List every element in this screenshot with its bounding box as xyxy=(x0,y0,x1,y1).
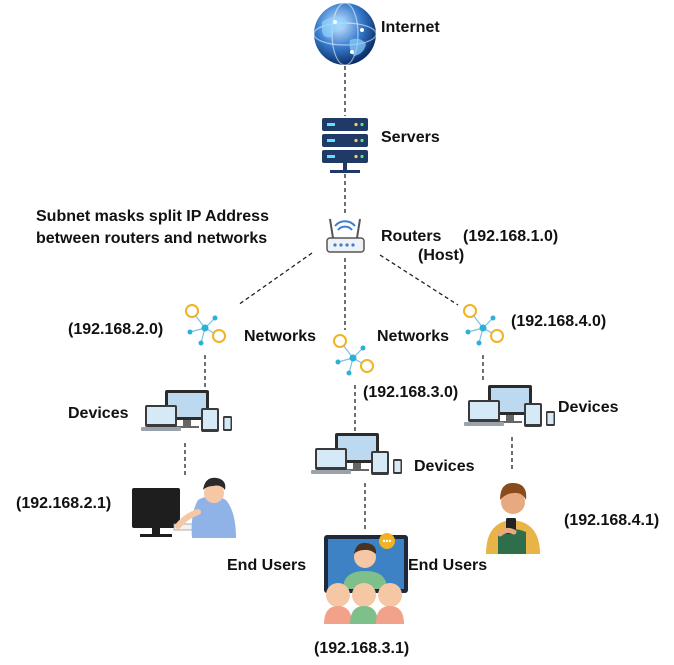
devices-label-right: Devices xyxy=(558,399,619,416)
subnet-note-line2: between routers and networks xyxy=(36,230,268,247)
line-router-net-right xyxy=(379,254,459,306)
networks-label-right: Networks xyxy=(377,328,450,345)
network-ip-left: (192.168.2.0) xyxy=(68,321,164,338)
router-ip: (192.168.1.0) xyxy=(463,228,559,245)
network-hub-icon-right xyxy=(463,304,504,346)
user-ip-right: (192.168.4.1) xyxy=(564,512,660,529)
devices-icon-right xyxy=(464,385,555,427)
networks-label-left: Networks xyxy=(244,328,317,345)
devices-icon-left xyxy=(141,390,232,432)
devices-label-center: Devices xyxy=(414,458,475,475)
network-ip-center: (192.168.3.0) xyxy=(363,384,459,401)
network-ip-right: (192.168.4.0) xyxy=(511,313,607,330)
internet-label: Internet xyxy=(381,19,440,36)
user-ip-left: (192.168.2.1) xyxy=(16,495,112,512)
user-with-phone-icon xyxy=(486,482,540,554)
line-router-net-left xyxy=(237,252,313,306)
routers-label: Routers xyxy=(381,228,442,245)
router-icon xyxy=(326,218,365,253)
user-at-computer-icon xyxy=(132,477,236,538)
user-ip-center: (192.168.3.1) xyxy=(314,640,410,657)
devices-label-left: Devices xyxy=(68,405,129,422)
server-icon xyxy=(322,118,368,173)
user-group-icon xyxy=(324,533,408,624)
globe-icon xyxy=(313,2,377,66)
subnet-note: Subnet masks split IP Address between ro… xyxy=(36,206,306,250)
devices-icon-center xyxy=(311,433,402,475)
subnet-note-line1: Subnet masks split IP Address xyxy=(36,208,269,225)
network-hub-icon-left xyxy=(185,304,226,346)
network-hub-icon-center xyxy=(333,334,374,376)
connector-lines xyxy=(184,66,513,530)
router-host-label: (Host) xyxy=(418,247,465,264)
end-users-label-right: End Users xyxy=(408,557,488,574)
end-users-label-left: End Users xyxy=(227,557,307,574)
servers-label: Servers xyxy=(381,129,440,146)
